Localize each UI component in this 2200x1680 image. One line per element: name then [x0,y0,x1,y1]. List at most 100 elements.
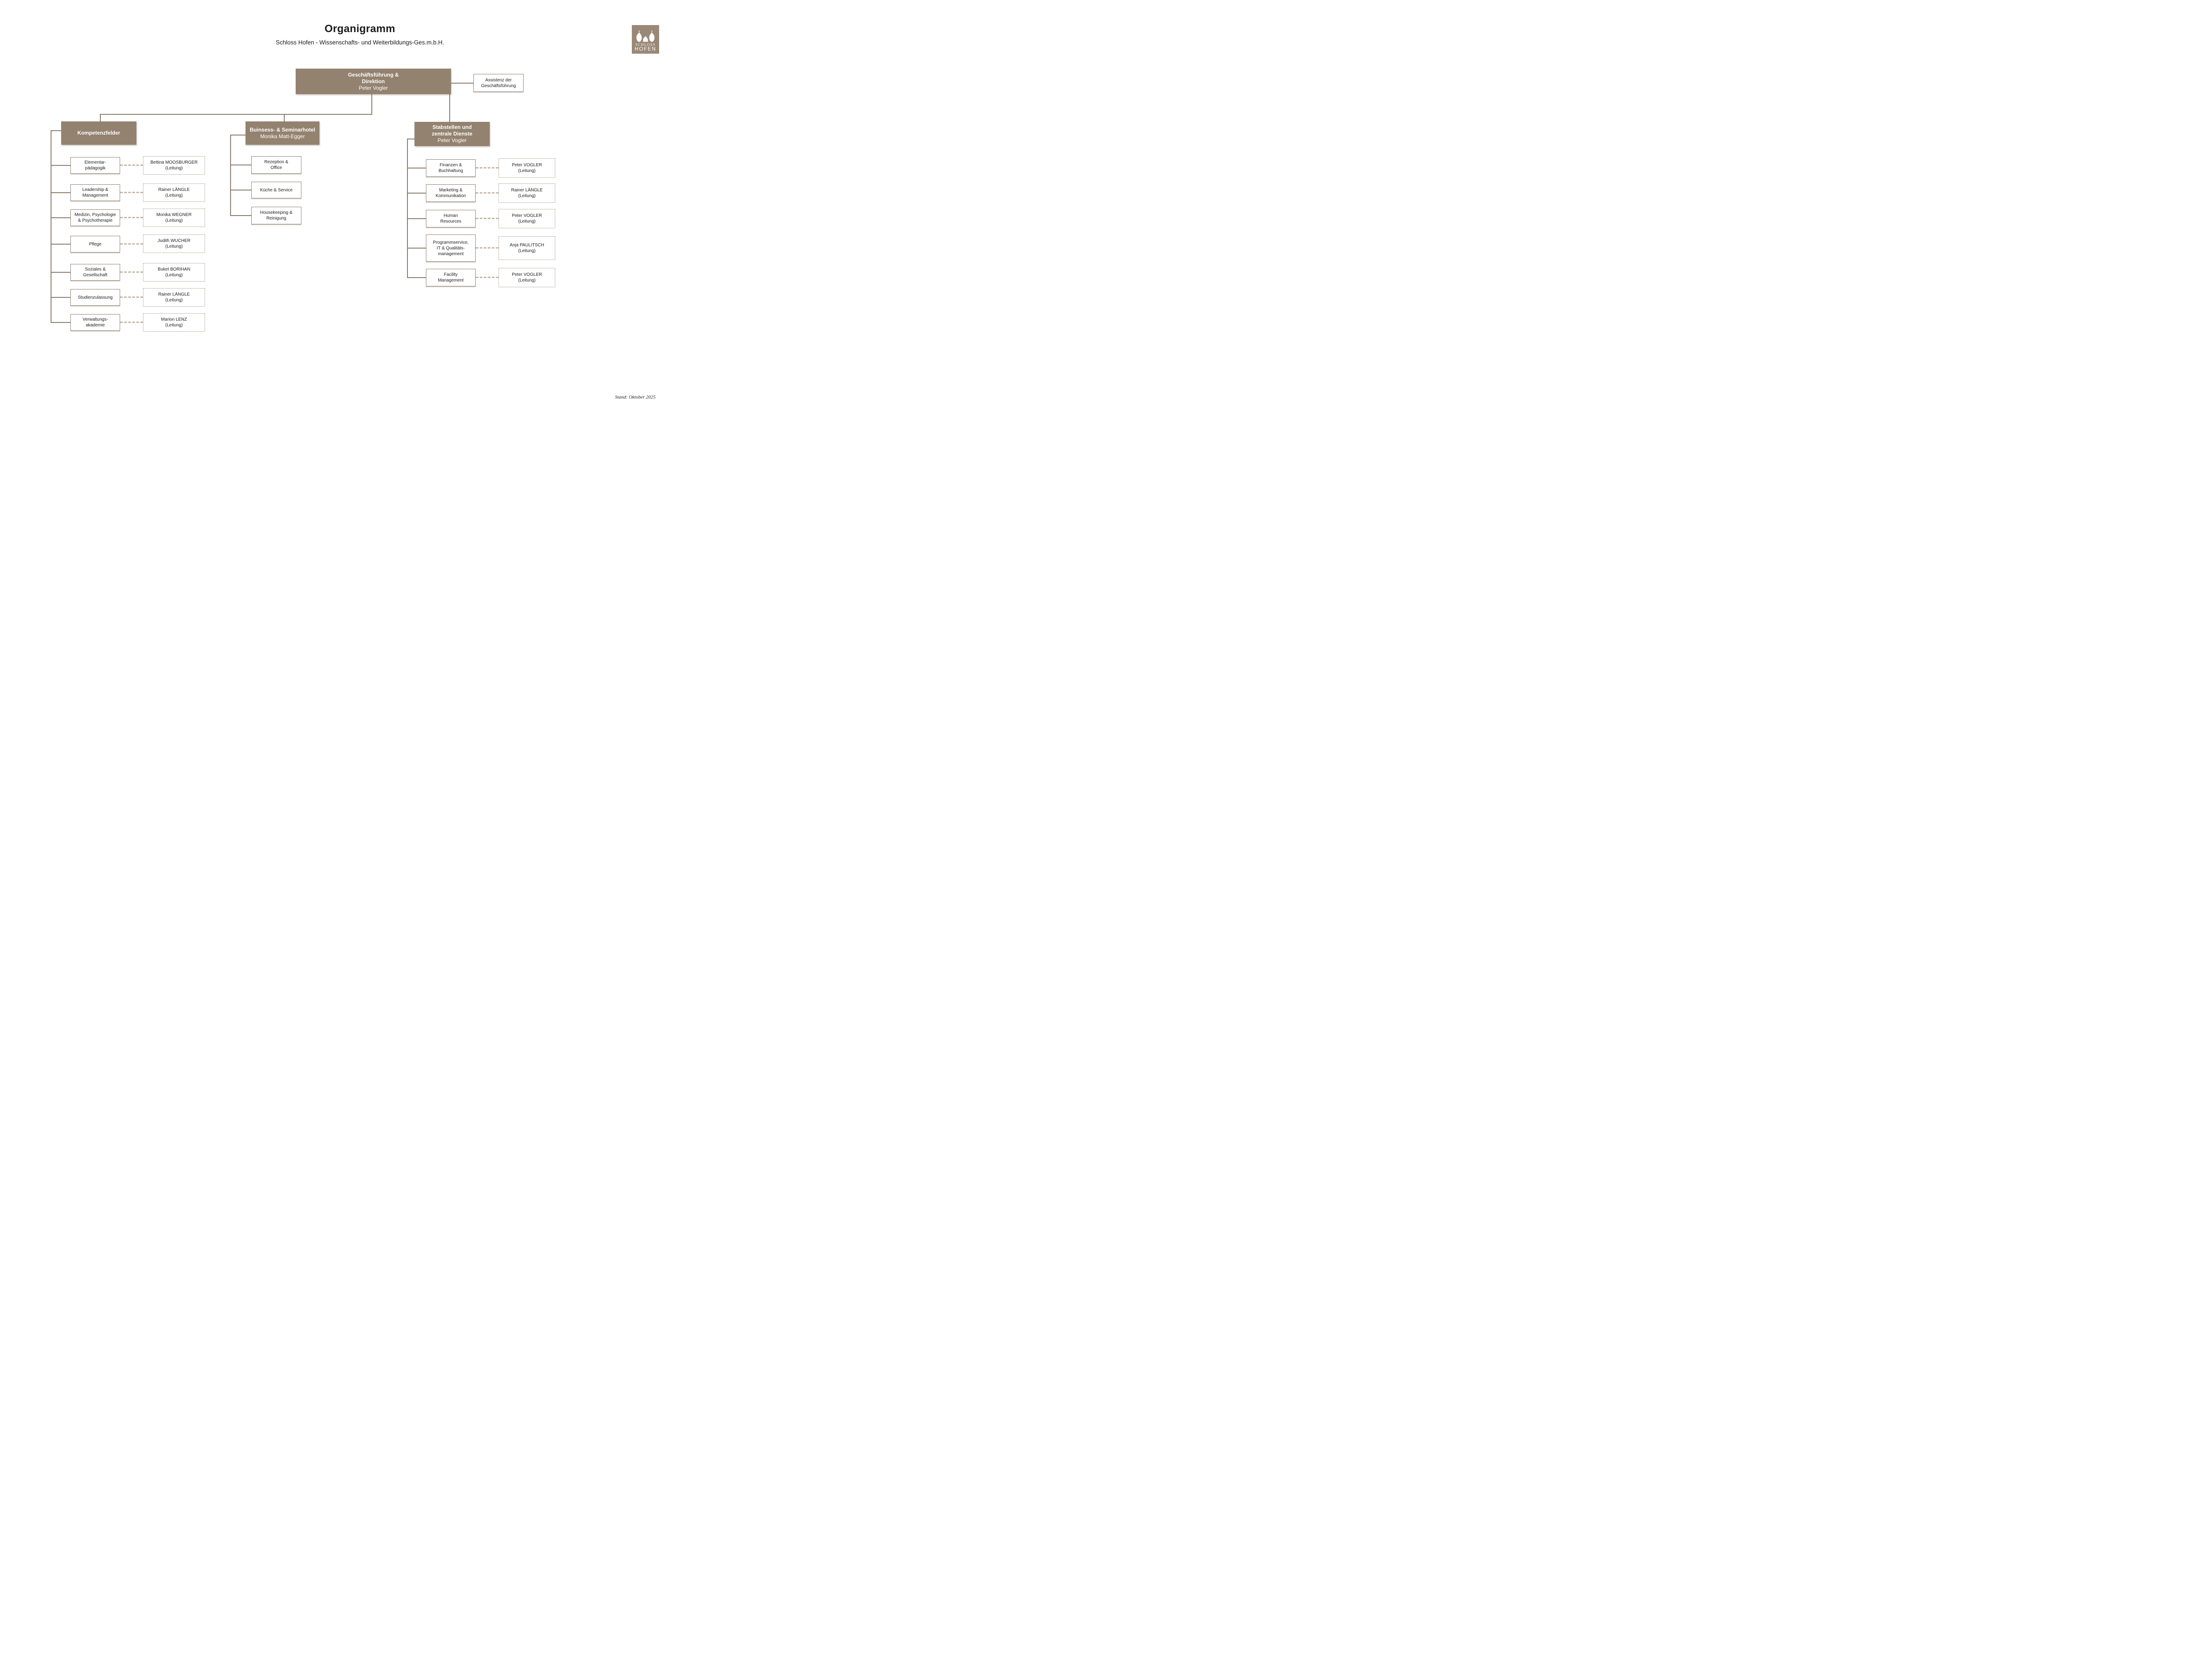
leader-name: Anja PAULITSCH [510,243,544,248]
assistenz-line: Geschäftsführung [481,83,516,88]
branch-title: Stabstellen und [432,124,472,130]
leader-role: (Leitung) [165,166,183,171]
dept-line: Marketing & [439,188,463,193]
dept-box-facility: Facility Management [426,269,476,286]
leader-box: Monika WEGNER (Leitung) [143,209,205,227]
leader-box: Buket BORIHAN (Leitung) [143,263,205,282]
dept-box-pflege: Pflege [70,236,120,253]
logo-text-hofen: HOFEN [634,47,656,52]
dept-box-soziales: Soziales & Gesellschaft [70,264,120,281]
logo-text-schloss: SCHLOSS [635,43,656,47]
dept-line: Housekeeping & [260,210,293,215]
dept-line: Resources [440,219,462,224]
connector-right-stub [407,277,426,278]
connector-dept-leader [476,277,499,278]
connector-drop-kompetenzfelder [100,114,101,122]
dept-line: Verwaltungs- [82,317,108,322]
leader-box: Judith WUCHER (Leitung) [143,234,205,253]
root-person: Peter Vogler [359,84,388,91]
connector-dept-leader [120,271,143,273]
connector-right-stub [407,248,426,249]
branch-person: Peter Vogler [437,137,467,143]
leader-role: (Leitung) [165,193,183,198]
leader-box: Anja PAULITSCH (Leitung) [499,236,555,260]
branch-title: Buinsess- & Seminarhotel [249,126,315,133]
dept-line: Human [444,213,458,218]
connector-dept-leader [476,218,499,219]
root-title-line: Direktion [362,78,385,84]
organigramm-canvas: Organigramm Schloss Hofen - Wissenschaft… [0,0,688,420]
connector-drop-stabstellen [449,94,450,122]
connector-root-assistenz [451,83,473,84]
connector-dept-leader [476,167,499,168]
dept-line: Gesellschaft [83,273,108,278]
leader-name: Monika WEGNER [156,212,192,217]
dept-box-finanzen: Finanzen & Buchhaltung [426,159,476,177]
dept-box-leadership: Leadership & Management [70,184,120,201]
dept-line: Pflege [89,242,102,247]
leader-role: (Leitung) [165,298,183,303]
leader-name: Rainer LÄNGLE [158,292,190,297]
footnote-date: Stand: Oktober 2025 [615,395,656,400]
branch-header-seminarhotel: Buinsess- & Seminarhotel Monika Matt-Egg… [246,121,319,145]
page-title: Organigramm [324,23,396,35]
dept-line: Rezeption & [264,160,289,165]
connector-drop-hotel [284,114,285,122]
dept-line: Soziales & [84,267,106,272]
root-title-line: Geschäftsführung & [348,71,399,78]
page-header: Organigramm Schloss Hofen - Wissenschaft… [206,23,514,46]
connector-left-stub [51,297,71,298]
leader-name: Peter VOGLER [512,163,542,168]
leader-role: (Leitung) [518,219,536,224]
assistenz-box: Assistenz der Geschäftsführung [473,74,524,92]
connector-left-spine-stub [51,130,62,131]
dept-line: Facility [444,272,458,277]
dept-line: Küche & Service [260,187,293,193]
leader-box: Rainer LÄNGLE (Leitung) [143,183,205,202]
leader-name: Rainer LÄNGLE [158,187,190,192]
leader-name: Judith WUCHER [158,238,191,243]
dept-box-studienzulassung: Studienzulassung [70,289,120,306]
dept-line: Office [271,165,282,170]
dept-line: management [438,251,464,256]
branch-person: Monika Matt-Egger [260,133,305,139]
dept-box-human-resources: Human Resources [426,210,476,227]
connector-left-stub [51,244,71,245]
dept-line: Leadership & [82,187,108,192]
connector-root-drop [371,94,372,115]
branch-title: Kompetenzfelder [77,130,121,136]
root-box-geschaeftsfuehrung: Geschäftsführung & Direktion Peter Vogle… [296,69,451,94]
dept-line: & Psychotherapie [78,218,113,223]
dept-box-medizin: Medizin, Psychologie & Psychotherapie [70,209,120,226]
leader-name: Buket BORIHAN [158,267,191,272]
dept-line: Programmservice, [433,240,469,245]
dept-box-programmservice: Programmservice, IT & Qualitäts- managem… [426,234,476,262]
leader-name: Bettina MOOSBURGER [150,160,198,165]
connector-right-spine [407,139,408,278]
connector-dept-leader [120,322,143,323]
leader-box: Peter VOGLER (Leitung) [499,268,555,287]
dept-box-verwaltungsakademie: Verwaltungs- akademie [70,314,120,331]
dept-line: Medizin, Psychologie [74,212,116,217]
dept-box-kueche: Küche & Service [251,182,301,198]
leader-name: Peter VOGLER [512,213,542,218]
leader-box: Bettina MOOSBURGER (Leitung) [143,156,205,175]
dept-line: Buchhaltung [438,168,463,173]
leader-role: (Leitung) [518,194,536,198]
branch-header-stabstellen: Stabstellen und zentrale Dienste Peter V… [414,122,490,146]
dept-box-elementarpaedagogik: Elementar- pädagogik [70,157,120,174]
leader-role: (Leitung) [165,218,183,223]
dept-line: Management [82,193,108,198]
leader-role: (Leitung) [165,244,183,249]
dept-box-marketing: Marketing & Kommunikation [426,184,476,202]
leader-role: (Leitung) [518,249,536,253]
connector-dept-leader [120,192,143,193]
dept-box-housekeeping: Housekeeping & Reinigung [251,207,301,224]
connector-left-stub [51,192,71,193]
connector-dept-leader [476,192,499,194]
leader-role: (Leitung) [518,278,536,283]
dept-box-rezeption: Rezeption & Office [251,156,301,174]
connector-hotel-stub [230,215,252,216]
dept-line: Elementar- [84,160,106,165]
connector-left-stub [51,272,71,273]
